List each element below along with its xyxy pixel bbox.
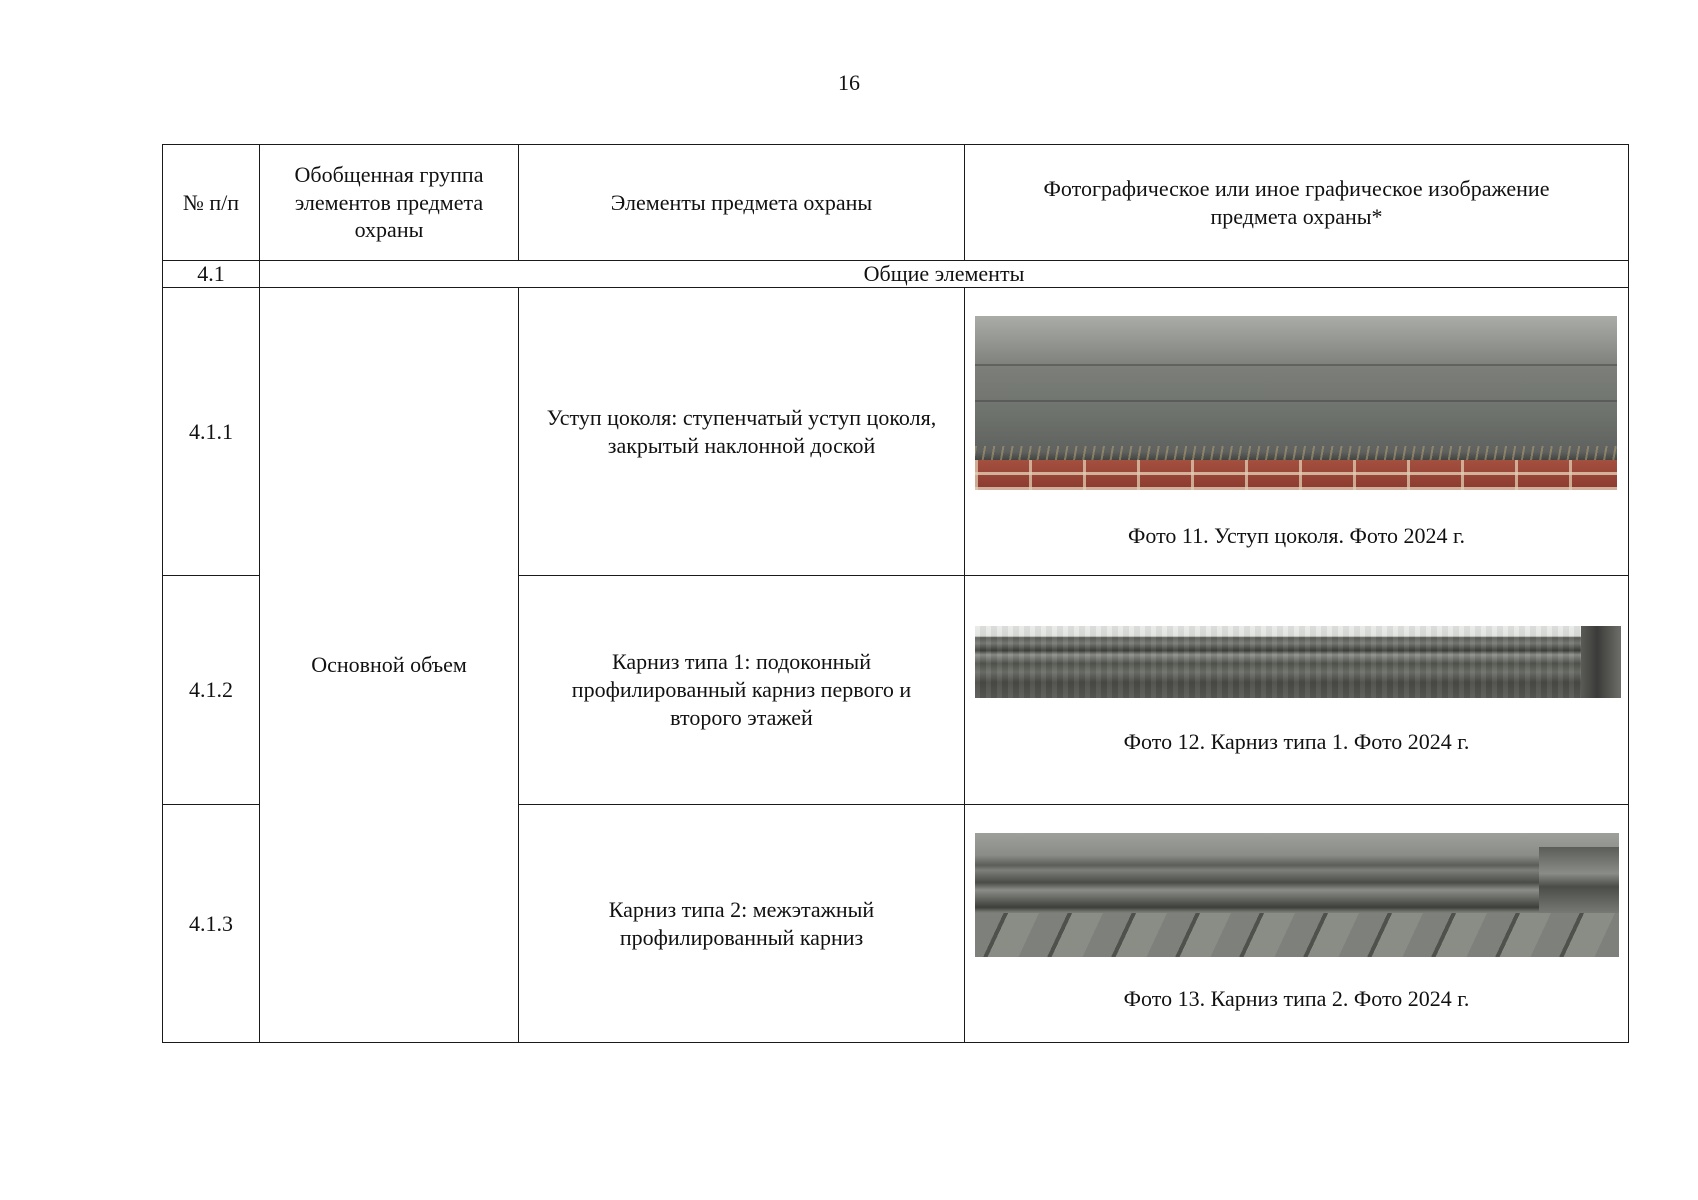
- photo-caption: Фото 11. Уступ цоколя. Фото 2024 г.: [1127, 523, 1465, 548]
- table-row: 4.1.2 Карниз типа 1: подоконный профилир…: [162, 575, 1629, 805]
- section-num: 4.1: [162, 260, 260, 288]
- photo-cornice-type-2: [975, 833, 1619, 957]
- photo-cornice-type-1: [975, 626, 1621, 698]
- table-header-row: № п/п Обобщенная группа элементов предме…: [162, 144, 1629, 261]
- section-row: 4.1 Общие элементы: [162, 260, 1629, 288]
- row-num: 4.1.1: [162, 287, 260, 576]
- photo-cell: Фото 13. Карниз типа 2. Фото 2024 г.: [964, 804, 1629, 1043]
- photo-caption: Фото 13. Карниз типа 2. Фото 2024 г.: [1123, 986, 1470, 1011]
- row-num: 4.1.2: [162, 575, 260, 805]
- photo-plinth-ledge: [975, 316, 1617, 490]
- row-num: 4.1.3: [162, 804, 260, 1043]
- header-num: № п/п: [162, 144, 260, 261]
- protection-table: № п/п Обобщенная группа элементов предме…: [162, 144, 1629, 1043]
- photo-cell: Фото 12. Карниз типа 1. Фото 2024 г.: [964, 575, 1629, 805]
- section-title: Общие элементы: [259, 260, 1629, 288]
- header-elements: Элементы предмета охраны: [518, 144, 965, 261]
- element-cell: Карниз типа 1: подоконный профилированны…: [518, 575, 965, 805]
- element-cell: Карниз типа 2: межэтажный профилированны…: [518, 804, 965, 1043]
- photo-cell: Фото 11. Уступ цоколя. Фото 2024 г.: [964, 287, 1629, 576]
- element-cell: Уступ цоколя: ступенчатый уступ цоколя, …: [518, 287, 965, 576]
- header-group: Обобщенная группа элементов предмета охр…: [259, 144, 519, 261]
- table-row: 4.1.1 Основной объем Уступ цоколя: ступе…: [162, 287, 1629, 1043]
- table-row: 4.1.3 Карниз типа 2: межэтажный профилир…: [162, 804, 1629, 1043]
- group-cell: Основной объем: [259, 287, 519, 1043]
- header-image: Фотографическое или иное графическое изо…: [964, 144, 1629, 261]
- photo-caption: Фото 12. Карниз типа 1. Фото 2024 г.: [1123, 729, 1470, 754]
- page-number: 16: [838, 70, 860, 95]
